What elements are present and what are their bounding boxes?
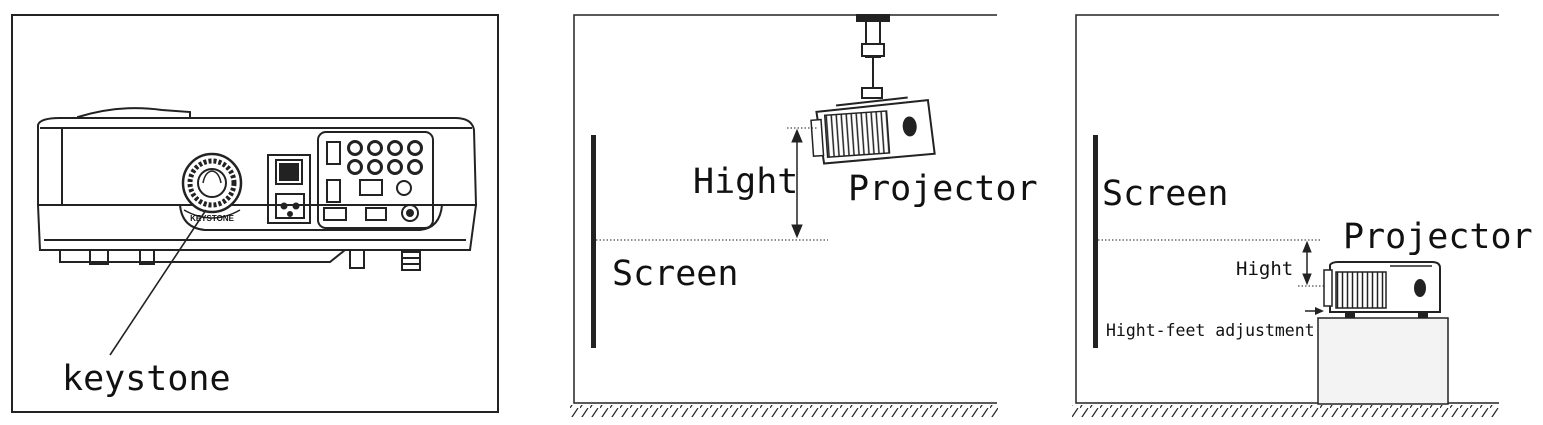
floor-hatch <box>570 405 998 417</box>
floor-hatch <box>1072 405 1500 417</box>
height-indicator <box>1098 239 1326 287</box>
av-connector-jacks <box>347 140 423 175</box>
table-stand <box>1317 317 1449 405</box>
keystone-label: keystone <box>62 359 231 399</box>
projector-label: Projector <box>848 169 1038 209</box>
keystone-callout-line <box>109 209 207 356</box>
keystone-dial[interactable]: KEYSTONE <box>181 152 243 223</box>
height-label: Hight <box>1236 258 1293 280</box>
screen-label: Screen <box>1102 174 1228 214</box>
ceiling-mount-panel: Hight Projector Screen <box>570 14 1038 417</box>
projector-label: Projector <box>1343 217 1533 257</box>
feet-adjustment-label: Hight-feet adjustment <box>1106 321 1315 340</box>
table-mount-panel: Screen Projector Hight Hight-feet adjust… <box>1072 14 1533 417</box>
projector-rear-view <box>36 107 478 271</box>
room-walls <box>573 14 997 404</box>
feet-pointer-arrow <box>1305 307 1324 315</box>
ceiling-projector <box>810 96 936 165</box>
height-label: Hight <box>693 162 798 202</box>
height-indicator <box>596 127 828 241</box>
keystone-dial-text: KEYSTONE <box>190 214 235 223</box>
projection-screen <box>591 135 596 348</box>
projection-screen <box>1093 135 1098 348</box>
keystone-panel: KEYSTONE keystone <box>11 14 499 413</box>
ceiling-bracket <box>856 14 890 99</box>
room-walls <box>1075 14 1499 404</box>
screen-label: Screen <box>612 254 738 294</box>
table-projector <box>1323 261 1441 318</box>
